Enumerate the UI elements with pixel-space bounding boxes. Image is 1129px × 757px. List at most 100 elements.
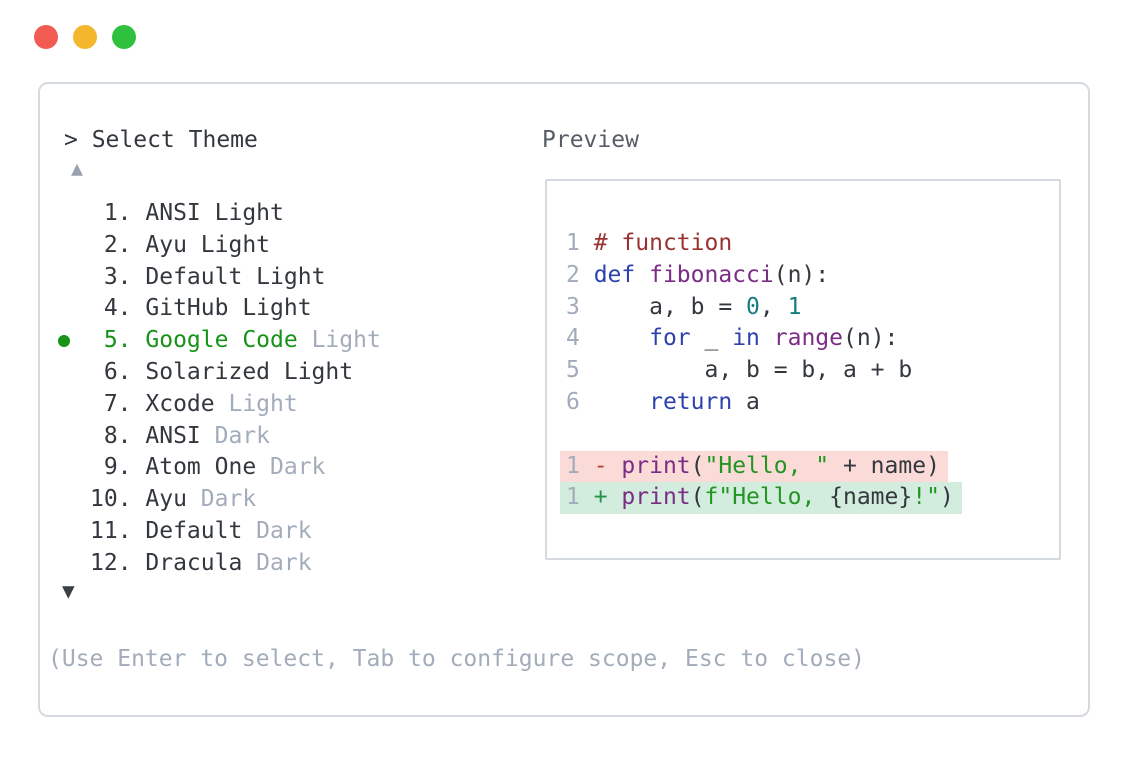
theme-item-name: Ayu	[145, 231, 187, 258]
window-controls	[34, 25, 136, 49]
selected-bullet-icon	[58, 335, 70, 348]
theme-item-number: 9.	[103, 454, 132, 481]
theme-list-item[interactable]: 4. GitHub Light	[40, 293, 520, 325]
theme-item-variant: Light	[214, 390, 298, 417]
maximize-button[interactable]	[112, 25, 136, 49]
theme-list-item[interactable]: 6. Solarized Light	[40, 357, 520, 389]
code-line: 2 def fibonacci(n):	[566, 260, 962, 292]
theme-item-number: 11.	[90, 517, 132, 544]
code-token: f"Hello,	[704, 484, 830, 511]
theme-item-number: 1.	[103, 200, 132, 226]
theme-list-item[interactable]: 7. Xcode Light	[40, 389, 520, 421]
theme-list-item[interactable]: 12. Dracula Dark	[40, 548, 520, 580]
code-token: (n):	[773, 261, 830, 288]
code-token: (n):	[843, 325, 899, 352]
theme-list-item[interactable]: 8. ANSI Dark	[40, 421, 520, 453]
code-token: a, b = b, a + b	[593, 357, 913, 384]
code-token: _	[690, 325, 733, 352]
diff-line-removed: 1 - print("Hello, " + name)	[560, 450, 948, 483]
code-token: def	[593, 261, 636, 288]
theme-item-variant: Light	[297, 327, 381, 354]
code-token: !"	[912, 484, 940, 511]
theme-item-name: Default	[145, 517, 243, 544]
theme-item-variant: Light	[186, 231, 271, 258]
theme-item-name: Ayu	[145, 486, 187, 513]
theme-item-name: ANSI	[145, 422, 201, 449]
code-token	[760, 325, 774, 351]
code-token: -	[593, 452, 622, 479]
theme-item-name: GitHub	[145, 295, 229, 322]
line-number: 1	[566, 452, 594, 479]
code-token: +	[593, 484, 622, 511]
minimize-button[interactable]	[73, 25, 97, 49]
theme-item-number: 12.	[90, 549, 132, 576]
code-line: 4 for _ in range(n):	[566, 323, 962, 355]
code-token	[594, 325, 649, 351]
scroll-up-icon[interactable]: ▲	[71, 156, 84, 180]
theme-item-name: ANSI	[145, 200, 201, 226]
theme-item-number: 2.	[103, 231, 132, 258]
diff-preview: 1 - print("Hello, " + name)1 + print(f"H…	[560, 450, 962, 515]
line-number: 4	[566, 325, 594, 352]
theme-item-variant: Dark	[186, 486, 257, 513]
line-number: 5	[566, 357, 594, 384]
code-token: # function	[593, 230, 733, 256]
theme-item-variant: Dark	[242, 517, 312, 544]
theme-list-item[interactable]: 3. Default Light	[40, 262, 520, 294]
code-line: 6 return a	[566, 387, 962, 419]
theme-list-item[interactable]: 1. ANSI Light	[40, 198, 520, 230]
theme-item-number: 10.	[90, 486, 132, 513]
theme-list-item[interactable]: 2. Ayu Light	[40, 230, 520, 262]
theme-item-number: 7.	[103, 390, 132, 417]
theme-item-variant: Light	[270, 358, 354, 385]
line-number: 2	[566, 261, 594, 288]
preview-label: Preview	[542, 127, 639, 153]
theme-item-variant: Light	[228, 295, 312, 322]
code-token: ,	[759, 293, 788, 320]
code-token	[594, 389, 649, 415]
code-token: + name)	[829, 452, 940, 479]
theme-item-name: Dracula	[145, 549, 243, 576]
code-line: 1 # function	[566, 228, 962, 260]
theme-item-variant: Light	[200, 200, 284, 226]
code-token: (	[690, 452, 705, 479]
theme-item-name: Google Code	[145, 327, 298, 354]
theme-list-item[interactable]: 10. Ayu Dark	[40, 484, 520, 516]
code-token: 1	[787, 293, 802, 320]
code-token: in	[732, 325, 760, 352]
code-token: print	[621, 452, 691, 479]
code-token: a	[732, 388, 760, 415]
keyboard-hints: (Use Enter to select, Tab to configure s…	[48, 646, 865, 672]
code-token: (	[690, 484, 705, 511]
theme-item-number: 4.	[103, 295, 132, 322]
scroll-down-icon[interactable]: ▼	[62, 579, 75, 603]
theme-list-item[interactable]: 5. Google Code Light	[40, 325, 520, 357]
theme-item-name: Default	[145, 263, 243, 290]
theme-item-name: Xcode	[145, 390, 215, 417]
code-token: {name}	[829, 484, 913, 511]
theme-list-item[interactable]: 11. Default Dark	[40, 516, 520, 548]
close-button[interactable]	[34, 25, 58, 49]
line-number: 1	[566, 230, 594, 256]
theme-item-name: Atom One	[145, 454, 257, 481]
code-token: a, b =	[593, 293, 747, 320]
code-token: fibonacci	[649, 261, 774, 288]
theme-list-item[interactable]: 9. Atom One Dark	[40, 452, 520, 484]
code-token	[635, 262, 649, 288]
theme-item-number: 3.	[103, 263, 132, 290]
theme-item-number: 5.	[103, 327, 132, 354]
line-number: 6	[566, 388, 594, 415]
code-token: )	[939, 484, 954, 511]
code-line: 3 a, b = 0, 1	[566, 292, 962, 324]
code-token: "Hello, "	[704, 452, 830, 479]
code-line: 5 a, b = b, a + b	[566, 355, 962, 387]
theme-item-variant: Dark	[200, 422, 271, 449]
line-number: 3	[566, 293, 594, 320]
panel-title: > Select Theme	[64, 127, 258, 153]
code-token: range	[773, 325, 843, 352]
line-number: 1	[566, 484, 594, 511]
